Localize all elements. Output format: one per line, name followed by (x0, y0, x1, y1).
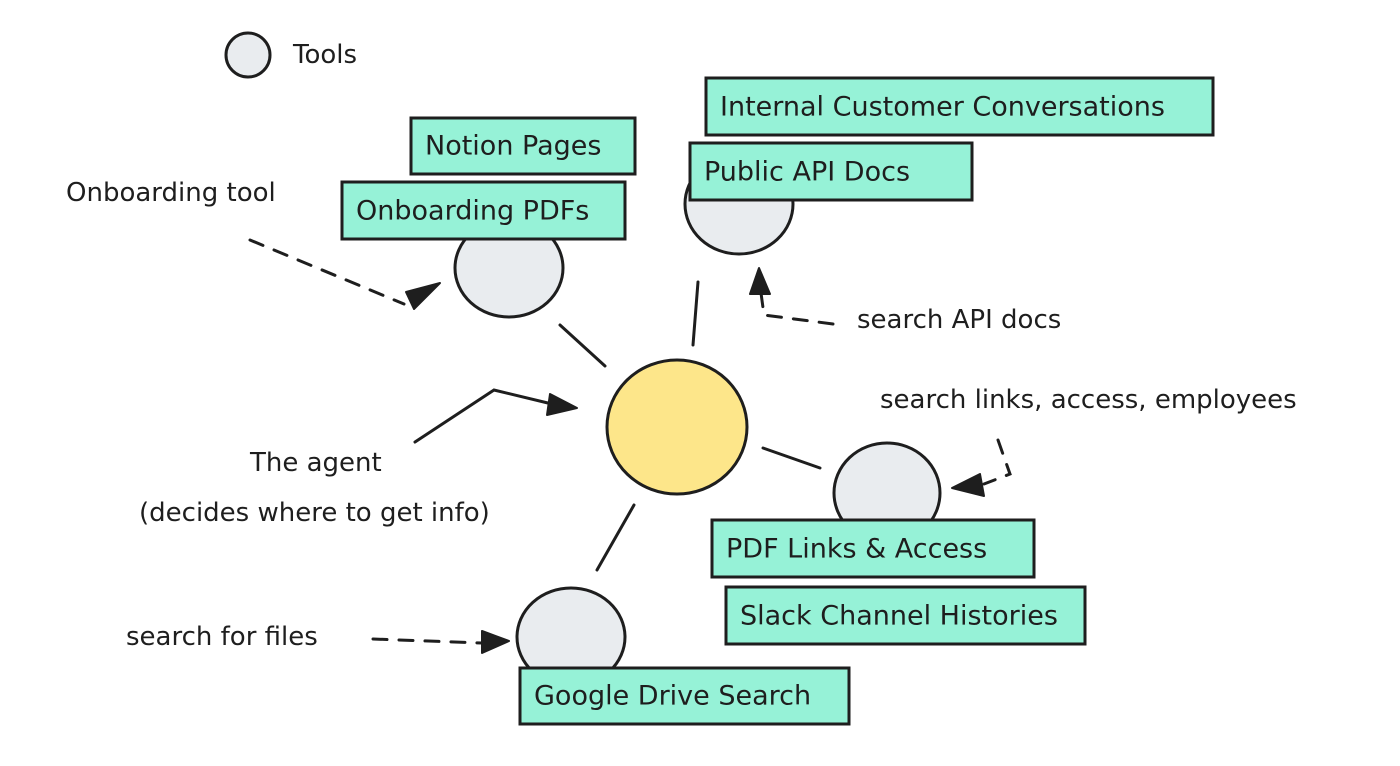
legend: Tools (224, 31, 357, 79)
arrow-onboarding-tool-line (248, 238, 406, 306)
arrow-agent-line (413, 388, 554, 444)
arrow-agent-head (546, 393, 578, 416)
arrow-api-docs-line (759, 291, 835, 326)
tool-boxes: Notion Pages Onboarding PDFs Internal Cu… (340, 76, 1215, 726)
annotation-agent-line2: (decides where to get info) (139, 498, 490, 528)
legend-tool-circle (224, 31, 272, 79)
edge-agent-google-drive (595, 503, 636, 572)
arrow-api-docs-head (749, 267, 771, 295)
annotation-search-api-docs: search API docs (857, 305, 1061, 335)
connector-edges (558, 280, 822, 572)
box-google-drive-search: Google Drive Search (518, 666, 851, 726)
edge-agent-api-docs (691, 280, 700, 347)
box-notion-pages: Notion Pages (409, 116, 637, 176)
box-pdf-links-access: PDF Links & Access (710, 518, 1036, 579)
box-google-drive-search-label: Google Drive Search (534, 681, 811, 712)
box-internal-customer-conversations: Internal Customer Conversations (704, 76, 1215, 137)
box-internal-customer-conversations-label: Internal Customer Conversations (720, 92, 1165, 123)
annotation-search-links: search links, access, employees (880, 385, 1297, 415)
agent-node (605, 358, 749, 496)
box-notion-pages-label: Notion Pages (425, 131, 601, 162)
box-public-api-docs: Public API Docs (688, 141, 974, 202)
edge-agent-onboarding (558, 323, 607, 368)
annotation-agent-line1: The agent (249, 448, 382, 478)
arrow-onboarding-tool-head (405, 282, 441, 310)
box-onboarding-pdfs-label: Onboarding PDFs (356, 196, 589, 227)
arrow-files-line (371, 637, 484, 645)
annotation-search-files: search for files (126, 622, 318, 652)
legend-label: Tools (292, 40, 357, 70)
box-public-api-docs-label: Public API Docs (704, 157, 910, 188)
tool-nodes (453, 152, 942, 688)
annotation-onboarding-tool: Onboarding tool (66, 178, 276, 208)
edge-agent-pdf-links (761, 446, 822, 470)
box-slack-channel-histories: Slack Channel Histories (724, 585, 1087, 646)
arrow-links-head (951, 473, 985, 497)
annotations: Onboarding tool search API docs search l… (66, 178, 1297, 652)
arrow-files-head (481, 630, 510, 654)
box-slack-channel-histories-label: Slack Channel Histories (740, 601, 1058, 632)
box-onboarding-pdfs: Onboarding PDFs (340, 180, 627, 241)
box-pdf-links-access-label: PDF Links & Access (726, 534, 987, 565)
arrow-links-line (982, 438, 1012, 486)
annotation-arrows (248, 238, 1012, 654)
